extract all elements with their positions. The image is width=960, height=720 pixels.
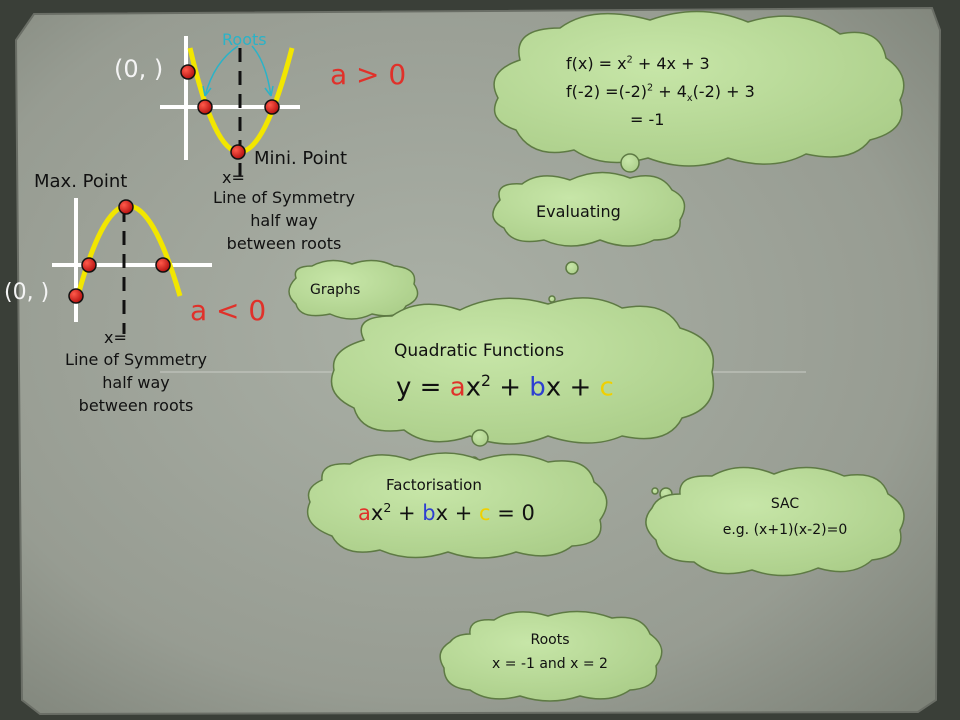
quadratic-general-form: y = ax2 + bx + c xyxy=(396,372,614,403)
symmetry-line-2: half way xyxy=(250,211,318,230)
upper-parabola-graph xyxy=(160,36,300,176)
thought-dot xyxy=(471,429,489,447)
thought-dot xyxy=(565,261,579,275)
roots-bubble-title: Roots xyxy=(530,632,570,648)
symmetry-line-3: between roots xyxy=(226,234,342,253)
minimum-point xyxy=(230,144,246,160)
a-positive-condition: a > 0 xyxy=(330,58,407,91)
roots-arrow-right xyxy=(251,45,272,97)
evaluating-bubble xyxy=(492,171,686,247)
thought-dot xyxy=(548,295,556,303)
lower-root-left-point xyxy=(81,257,97,273)
thought-dot xyxy=(620,153,640,173)
minimum-point-label: Mini. Point xyxy=(254,148,348,169)
roots-label: Roots xyxy=(222,30,267,49)
upper-y-intercept-point xyxy=(180,64,196,80)
symmetry-line-3: between roots xyxy=(78,396,194,415)
symmetry-line-1: Line of Symmetry xyxy=(65,350,207,369)
upper-root-right-point xyxy=(264,99,280,115)
eval-line-1: f(x) = x2 + 4x + 3 xyxy=(566,54,710,73)
sac-title: SAC xyxy=(770,496,800,512)
lower-root-right-point xyxy=(155,257,171,273)
maximum-point xyxy=(118,199,134,215)
lower-parabola-graph xyxy=(52,198,212,334)
roots-arrowhead-left xyxy=(202,85,212,97)
lower-y-intercept-point xyxy=(68,288,84,304)
roots-arrowhead-right xyxy=(264,85,274,97)
eval-line-3: = -1 xyxy=(630,110,665,129)
symmetry-line-1: Line of Symmetry xyxy=(213,188,355,207)
sac-example: e.g. (x+1)(x-2)=0 xyxy=(722,522,848,538)
a-negative-condition: a < 0 xyxy=(190,294,267,327)
thought-dot xyxy=(651,487,659,495)
graphs-bubble xyxy=(288,259,419,320)
roots-arrow-left xyxy=(204,45,239,97)
evaluate-equation-bubble xyxy=(493,10,905,167)
quadratic-functions-title: Quadratic Functions xyxy=(394,341,565,361)
factorisation-bubble xyxy=(306,452,608,559)
eval-line-2: f(-2) =(-2)2 + 4x(-2) + 3 xyxy=(566,82,755,105)
upper-x-equals-label: x= xyxy=(222,168,245,187)
symmetry-line-2: half way xyxy=(102,373,170,392)
maximum-point-label: Max. Point xyxy=(34,171,128,192)
roots-bubble xyxy=(439,610,663,702)
graphs-label: Graphs xyxy=(310,282,361,298)
lower-x-equals-label: x= xyxy=(104,328,127,347)
upper-symmetry-text: Line of Symmetry half way between roots xyxy=(184,186,384,255)
evaluating-label: Evaluating xyxy=(536,202,621,221)
upper-y-intercept-label: (0, ) xyxy=(114,55,164,83)
factorisation-title: Factorisation xyxy=(386,476,482,494)
sac-bubble xyxy=(645,466,905,577)
upper-root-left-point xyxy=(197,99,213,115)
roots-bubble-values: x = -1 and x = 2 xyxy=(492,656,608,672)
main-quadratic-bubble xyxy=(330,297,715,445)
factorisation-equation: ax2 + bx + c = 0 xyxy=(358,500,535,525)
lower-symmetry-text: Line of Symmetry half way between roots xyxy=(36,348,236,417)
lower-y-intercept-label: (0, ) xyxy=(4,280,50,305)
